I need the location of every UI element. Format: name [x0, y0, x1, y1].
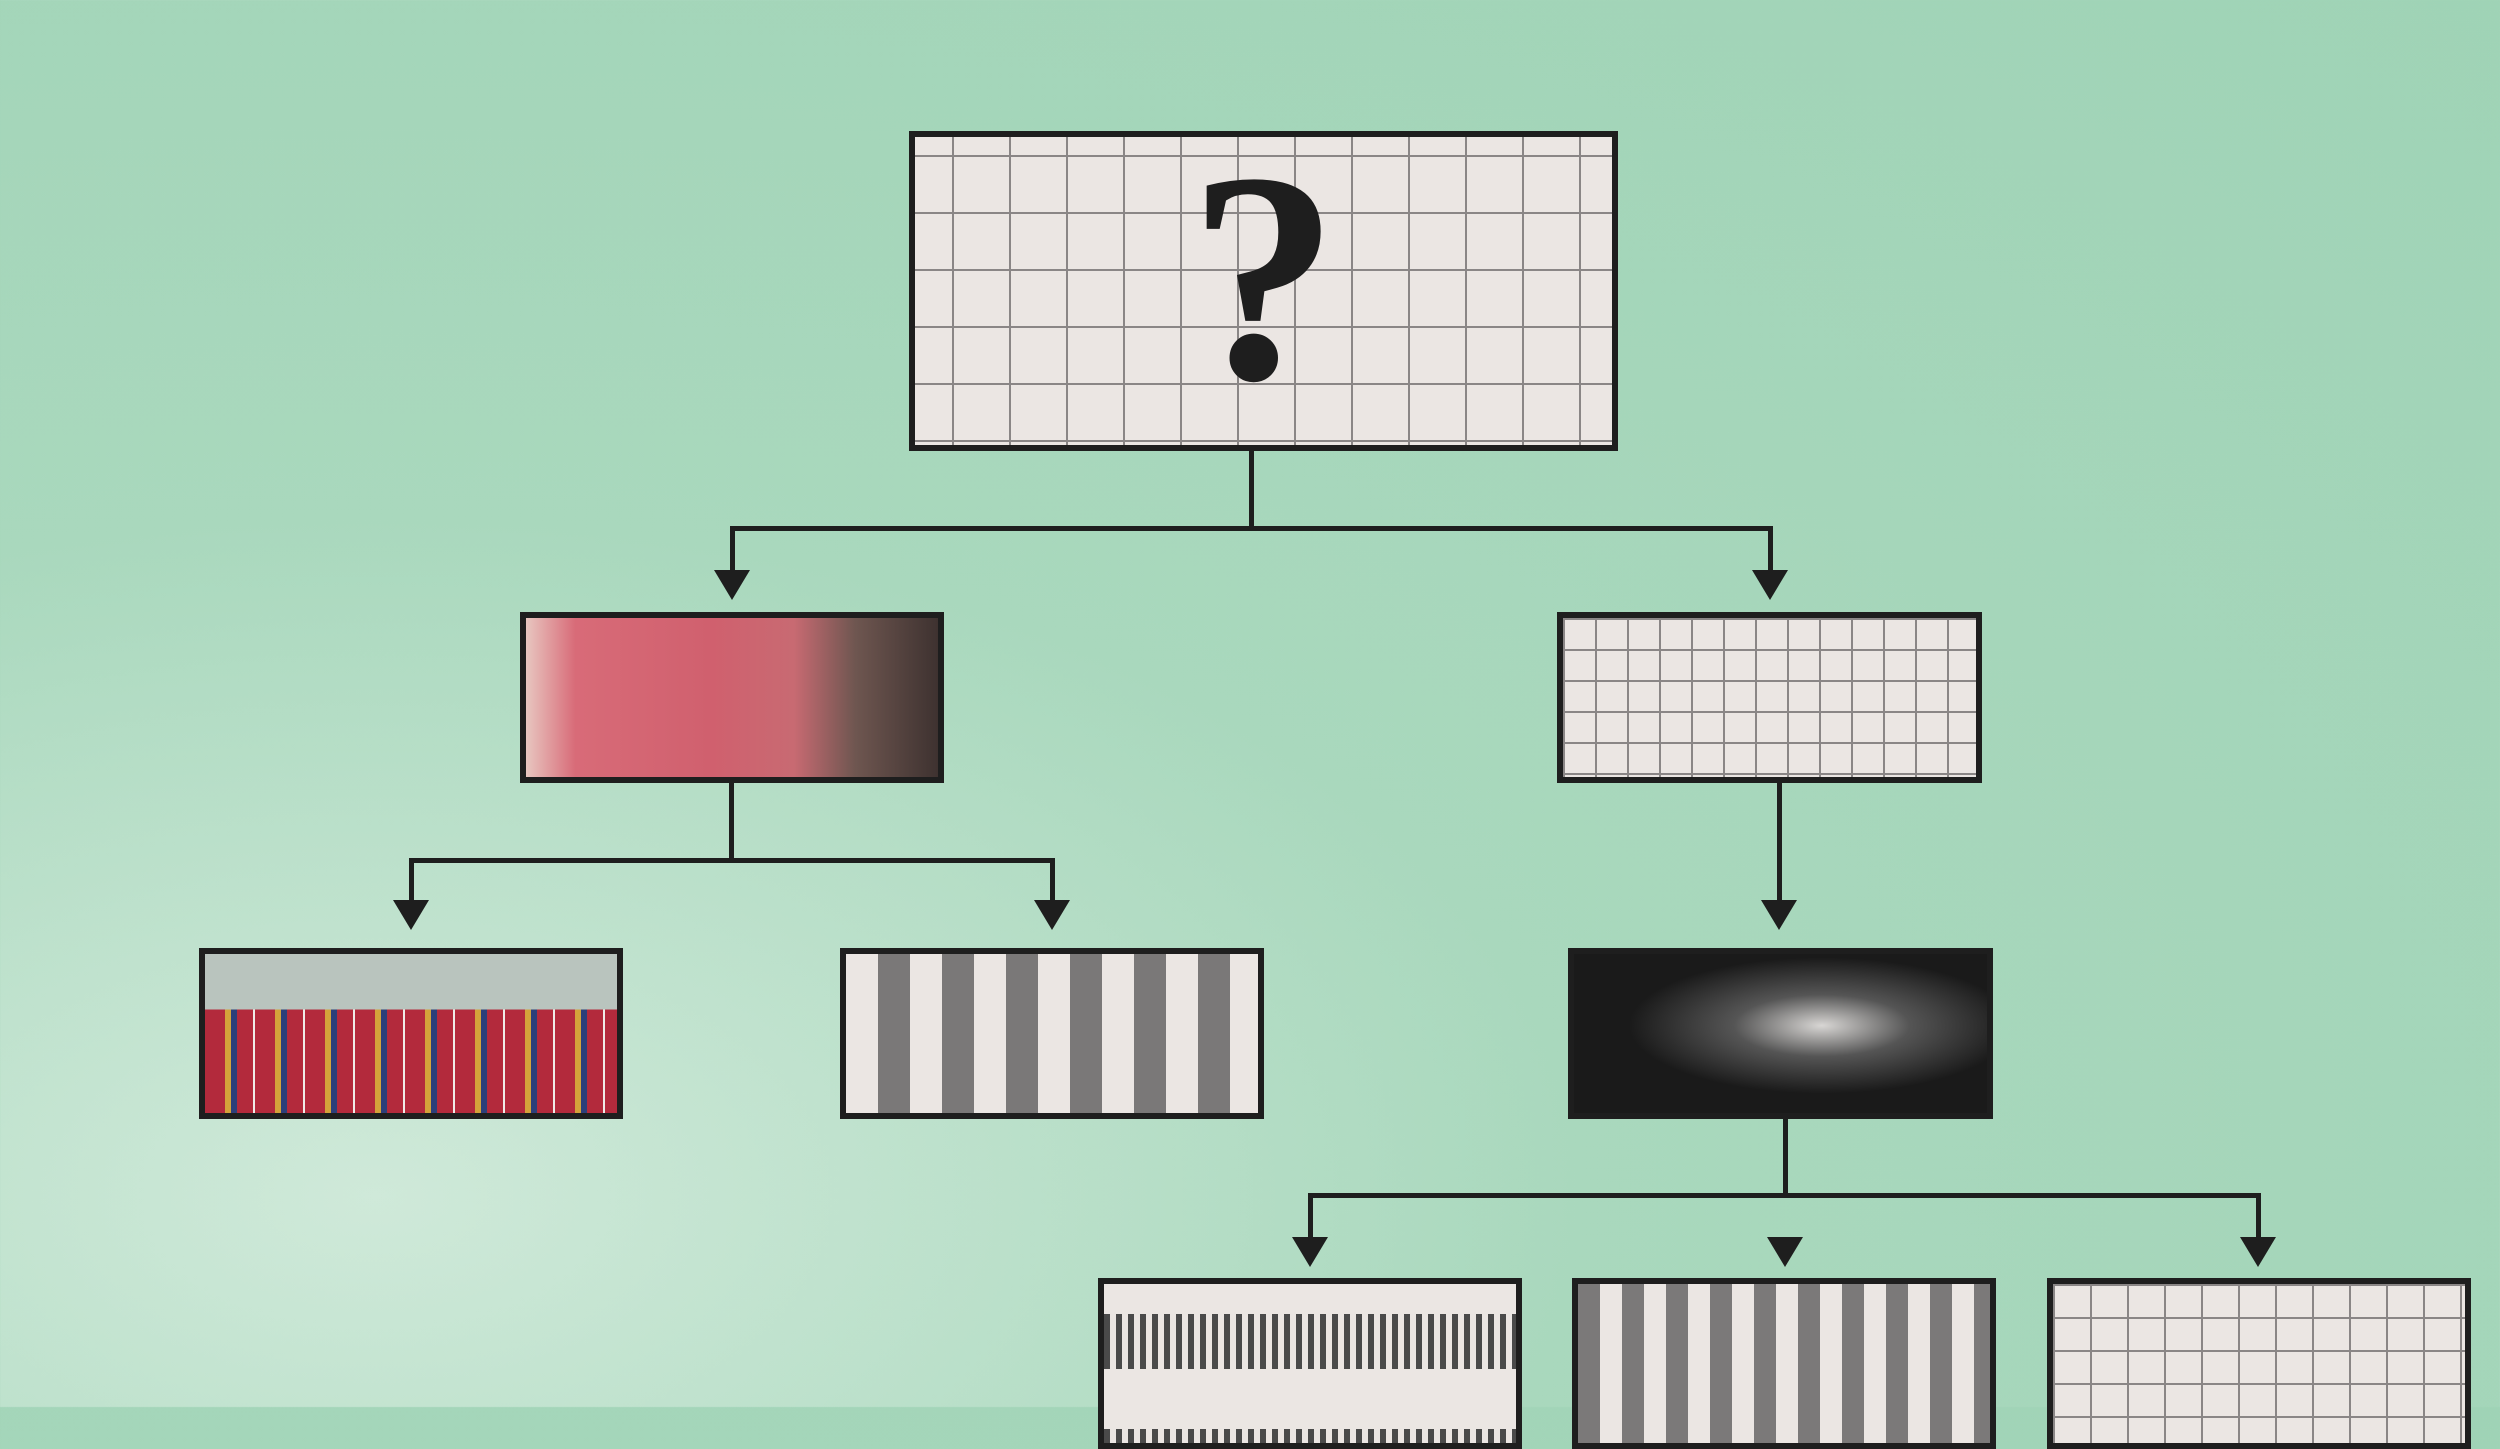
arrow-down-icon [1767, 1237, 1803, 1267]
connector [1777, 783, 1782, 903]
tick-pattern-node [1098, 1278, 1522, 1449]
connector [409, 858, 1055, 863]
arrow-down-icon [1752, 570, 1788, 600]
arrow-down-icon [2240, 1237, 2276, 1267]
geometric-blocks-node [840, 948, 1264, 1119]
connector [1783, 1119, 1788, 1198]
connector [409, 858, 414, 908]
connector [1050, 858, 1055, 908]
connector [729, 783, 734, 862]
beach-chairs-node [199, 948, 623, 1119]
arrow-down-icon [714, 570, 750, 600]
blank-grid-node [1557, 612, 1982, 783]
arc-stripes-node [1572, 1278, 1996, 1449]
question-mark: ? [1188, 131, 1339, 443]
connector [1249, 451, 1254, 529]
connector [2256, 1193, 2261, 1243]
connector [1768, 526, 1773, 576]
root-question-node: ? [909, 131, 1618, 451]
connector [730, 526, 735, 576]
arrow-down-icon [1034, 900, 1070, 930]
arrow-down-icon [393, 900, 429, 930]
connector [730, 526, 1773, 531]
arrow-down-icon [1292, 1237, 1328, 1267]
blank-grid-bottom-node [2047, 1278, 2471, 1449]
engagement-ring-node [520, 612, 944, 783]
connector [1308, 1193, 1313, 1243]
arrow-down-icon [1761, 900, 1797, 930]
connector [1308, 1193, 2261, 1198]
ultrasound-node [1568, 948, 1993, 1119]
